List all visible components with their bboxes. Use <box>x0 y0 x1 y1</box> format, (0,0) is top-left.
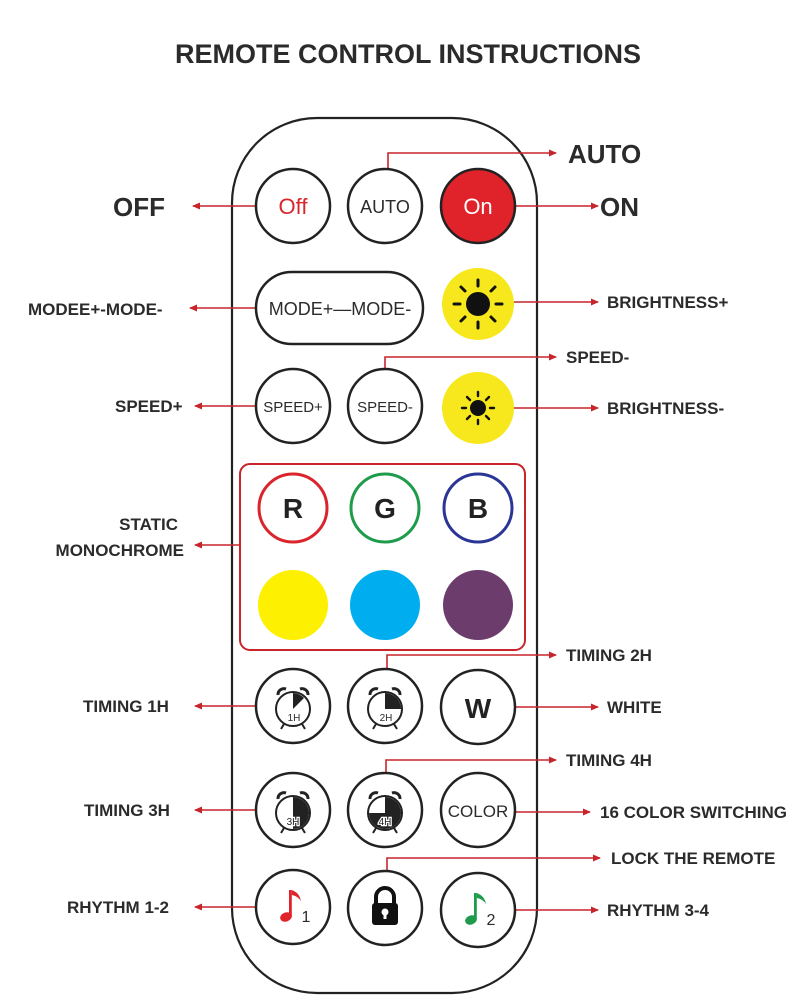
alarm-clock-icon <box>367 791 403 834</box>
remote-body <box>230 116 539 995</box>
speed-plus-label: SPEED+ <box>263 399 323 416</box>
label-timing-1h: TIMING 1H <box>83 697 169 716</box>
mode-button-label: MODE+—MODE- <box>269 299 412 319</box>
lock-button[interactable] <box>346 869 424 947</box>
blue-button-label: B <box>468 493 488 524</box>
rhythm-1-2-button[interactable]: 1 <box>254 868 332 946</box>
green-button[interactable]: G <box>349 472 421 544</box>
page-title: REMOTE CONTROL INSTRUCTIONS <box>175 39 641 69</box>
rhythm-3-4-sub: 2 <box>487 912 496 929</box>
callout-arrows <box>189 149 601 914</box>
label-static-line1: STATIC <box>119 515 178 534</box>
auto-button-label: AUTO <box>360 197 410 217</box>
static-color-group <box>239 463 526 651</box>
off-button[interactable]: Off <box>254 167 332 245</box>
speed-minus-label: SPEED- <box>357 399 413 416</box>
label-timing-3h: TIMING 3H <box>84 801 170 820</box>
mode-button[interactable]: MODE+—MODE- <box>254 270 425 346</box>
label-brightness-plus: BRIGHTNESS+ <box>607 293 728 312</box>
purple-color-button[interactable] <box>443 570 513 640</box>
timing-1h-label: 1H <box>288 713 301 724</box>
timing-4h-label: 4H <box>379 817 392 828</box>
timing-3h-button[interactable]: 3H <box>254 771 332 849</box>
yellow-color-button[interactable] <box>258 570 328 640</box>
label-speed-minus: SPEED- <box>566 348 629 367</box>
label-rhythm-12: RHYTHM 1-2 <box>67 898 169 917</box>
music-note-icon <box>465 893 486 925</box>
red-button-label: R <box>283 493 303 524</box>
white-button-label: W <box>465 693 492 724</box>
music-note-icon <box>280 890 301 922</box>
label-brightness-minus: BRIGHTNESS- <box>607 399 724 418</box>
label-lock: LOCK THE REMOTE <box>611 849 775 868</box>
color-button-label: COLOR <box>448 802 508 821</box>
cyan-color-button[interactable] <box>350 570 420 640</box>
brightness-plus-button[interactable] <box>442 268 514 340</box>
label-white: WHITE <box>607 698 662 717</box>
speed-minus-button[interactable]: SPEED- <box>346 367 424 445</box>
label-timing-4h: TIMING 4H <box>566 751 652 770</box>
rhythm-1-2-sub: 1 <box>302 909 311 926</box>
color-button[interactable]: COLOR <box>439 771 517 849</box>
padlock-icon <box>372 886 398 925</box>
timing-4h-button[interactable]: 4H <box>346 771 424 849</box>
label-rhythm-34: RHYTHM 3-4 <box>607 901 710 920</box>
label-off: OFF <box>113 192 165 222</box>
label-mode: MODEE+-MODE- <box>28 300 163 319</box>
rhythm-3-4-button[interactable]: 2 <box>439 871 517 949</box>
timing-2h-button[interactable]: 2H <box>346 667 424 745</box>
label-auto: AUTO <box>568 139 641 169</box>
label-static-line2: MONOCHROME <box>56 541 184 560</box>
on-button[interactable]: On <box>439 167 517 245</box>
white-button[interactable]: W <box>439 668 517 746</box>
speed-plus-button[interactable]: SPEED+ <box>254 367 332 445</box>
alarm-clock-icon <box>275 791 311 834</box>
red-button[interactable]: R <box>257 472 329 544</box>
label-timing-2h: TIMING 2H <box>566 646 652 665</box>
auto-button[interactable]: AUTO <box>346 167 424 245</box>
label-speed-plus: SPEED+ <box>115 397 183 416</box>
alarm-clock-icon <box>367 687 403 730</box>
alarm-clock-icon <box>275 687 311 730</box>
label-on: ON <box>600 192 639 222</box>
blue-button[interactable]: B <box>442 472 514 544</box>
label-color-switch: 16 COLOR SWITCHING <box>600 803 787 822</box>
off-button-label: Off <box>279 194 309 219</box>
green-button-label: G <box>374 493 396 524</box>
sun-icon <box>460 390 496 426</box>
timing-1h-button[interactable]: 1H <box>254 667 332 745</box>
on-button-label: On <box>463 194 492 219</box>
sun-icon <box>452 278 504 330</box>
timing-2h-label: 2H <box>380 713 393 724</box>
brightness-minus-button[interactable] <box>442 372 514 444</box>
timing-3h-label: 3H <box>287 817 300 828</box>
